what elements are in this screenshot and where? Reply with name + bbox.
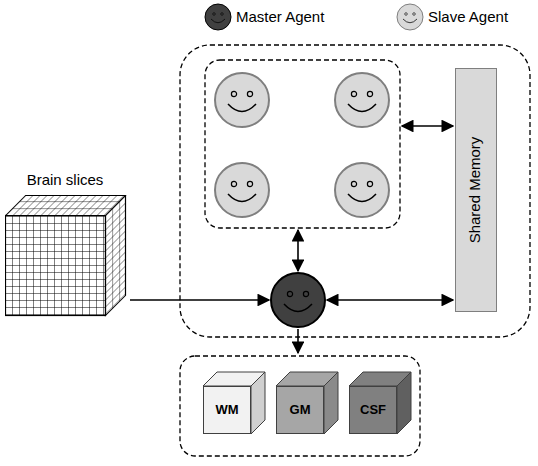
drawing-part [348, 181, 376, 201]
drawing-part [335, 163, 389, 217]
slave-agent [215, 163, 269, 217]
drawing-part [215, 73, 269, 127]
slave-agent [215, 73, 269, 127]
system-boundary [180, 45, 530, 337]
drawing-part [205, 4, 231, 30]
wm-cube-faces [203, 372, 265, 434]
drawing-part [228, 91, 256, 111]
volume-label: Brain slices [27, 171, 104, 189]
drawing-part [271, 273, 325, 327]
brain-slices-volume: Brain slices [5, 195, 130, 320]
csf-cube-faces [349, 372, 411, 434]
drawing-part [228, 181, 256, 201]
tissue-class-cube: CSF [349, 386, 397, 434]
drawing-part [397, 4, 423, 30]
slave-agent-icon [397, 4, 423, 30]
cube-side-face [106, 196, 126, 316]
double-arrow [402, 125, 453, 127]
shared-memory-box: Shared Memory [455, 68, 497, 312]
input-arrow [130, 299, 269, 301]
tissue-class-cube: WM [203, 386, 251, 434]
tissue-class-cube: GM [276, 386, 324, 434]
output-group-boundary [180, 356, 420, 456]
drawing-part [211, 13, 225, 23]
double-arrow [297, 230, 299, 271]
tissue-label: GM [290, 402, 311, 418]
drawing-part [397, 372, 411, 434]
tissue-label: CSF [360, 402, 386, 418]
drawing-part [251, 372, 265, 434]
slave-group-boundary [205, 60, 400, 228]
drawing-part [348, 91, 376, 111]
slave-agent [335, 163, 389, 217]
cube-front-face [6, 216, 106, 316]
legend-slave: Slave Agent [428, 8, 508, 26]
drawing-part [403, 13, 417, 23]
drawing-part [215, 163, 269, 217]
double-arrow [327, 299, 453, 301]
legend-master: Master Agent [236, 8, 324, 26]
output-arrow [297, 329, 299, 353]
cube-top-face [6, 196, 126, 216]
drawing-part [284, 291, 312, 311]
brain-volume-cube [5, 195, 130, 320]
drawing-part [324, 372, 338, 434]
gm-cube-faces [276, 372, 338, 434]
tissue-label: WM [215, 402, 238, 418]
slave-agent [335, 73, 389, 127]
drawing-part [335, 73, 389, 127]
master-agent-icon [205, 4, 231, 30]
memory-label: Shared Memory [467, 136, 485, 243]
master-agent [271, 273, 325, 327]
